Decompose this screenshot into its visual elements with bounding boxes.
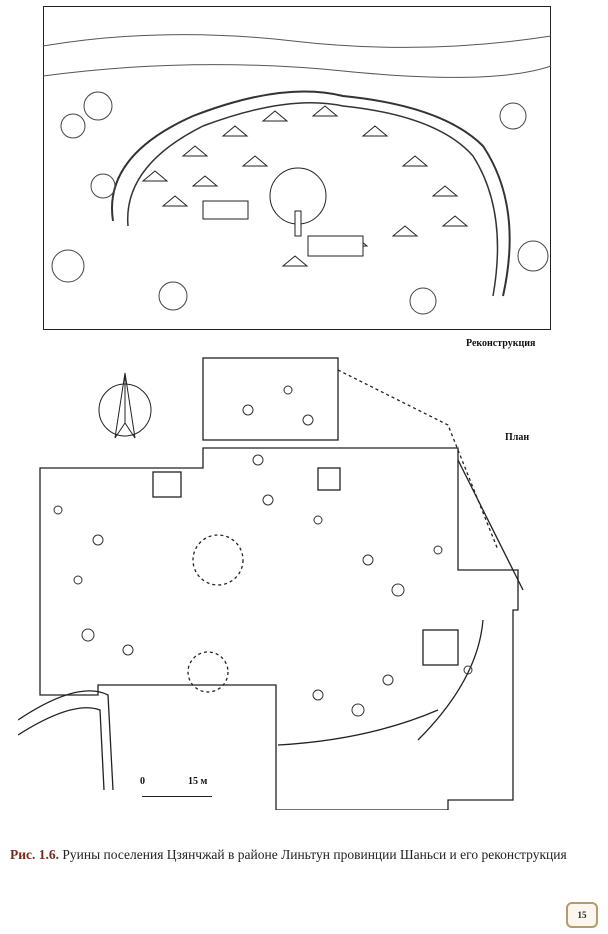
figure-number: Рис. 1.6. [10,847,60,862]
reconstruction-label: Реконструкция [466,338,536,349]
figure-caption: Рис. 1.6. Руины поселения Цзянчжай в рай… [10,846,570,864]
page-number: 15 [566,902,598,928]
caption-text: Руины поселения Цзянчжай в районе Линьту… [62,847,567,862]
north-arrow-icon [98,372,152,439]
plan-label: План [505,432,530,443]
reconstruction-illustration [43,6,551,330]
site-plan [18,357,524,810]
scale-end: 15 м [188,776,208,787]
scale-start: 0 [140,776,145,787]
